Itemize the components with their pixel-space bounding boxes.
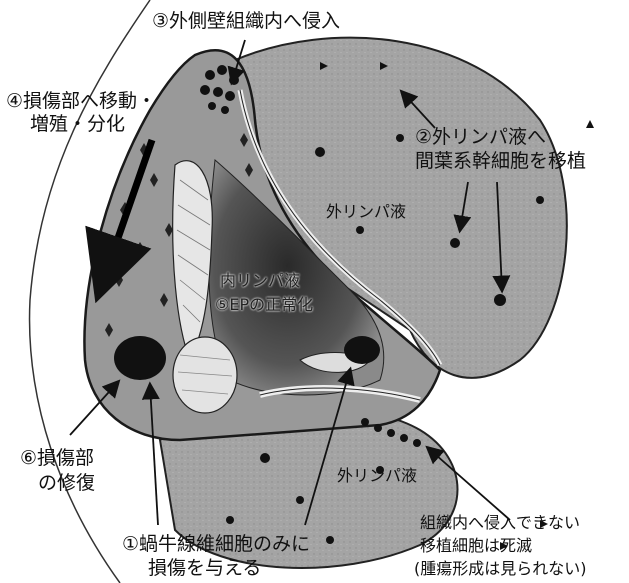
migration-arrow	[85, 138, 156, 304]
upper-perilymph-chamber	[233, 36, 568, 379]
lesion-right	[344, 336, 380, 364]
label-step2-line2: 間葉系幹細胞を移植	[415, 150, 587, 172]
label-perilymph-top: 外リンパ液	[326, 202, 407, 221]
label-note-line2: 移植細胞は死滅	[420, 536, 533, 555]
label-step6-line1: ⑥損傷部	[20, 447, 95, 469]
label-step3: ③外側壁組織内へ侵入	[152, 10, 341, 32]
lesion-left	[114, 336, 166, 380]
label-perilymph-bottom: 外リンパ液	[337, 466, 418, 485]
arrow-step2-a	[399, 89, 436, 129]
label-step1-line2: 損傷を与える	[148, 557, 262, 579]
arrow-step3	[227, 39, 246, 86]
arrow-step1-b	[304, 366, 355, 526]
label-step2-line1: ②外リンパ液へ	[415, 126, 547, 148]
arrow-step2-c	[492, 181, 511, 294]
bottom-edge-cells	[361, 418, 421, 447]
label-step4-line1: ④損傷部へ移動・	[6, 90, 157, 112]
label-step6-line2: の修復	[38, 472, 96, 494]
outer-bone-curve	[28, 0, 151, 583]
stria-band	[172, 160, 213, 362]
label-step5-ep: ⑤EPの正常化	[215, 295, 314, 314]
arrow-step6	[69, 379, 121, 436]
label-note-line1: 組織内へ侵入できない	[420, 513, 581, 532]
prominence-cells	[172, 336, 238, 414]
arrow-step1-a	[141, 381, 160, 526]
label-step1-line1: ①蝸牛線維細胞のみに	[122, 533, 311, 555]
label-step4-line2: 増殖・分化	[30, 113, 126, 135]
label-endolymph: 内リンパ液	[220, 271, 301, 290]
label-note-line3: (腫瘍形成は見られない)	[414, 559, 587, 578]
endolymph-region	[208, 159, 385, 396]
arrow-step2-b	[453, 181, 472, 234]
perilymph-cells	[226, 62, 594, 550]
arrow-note	[425, 445, 511, 521]
